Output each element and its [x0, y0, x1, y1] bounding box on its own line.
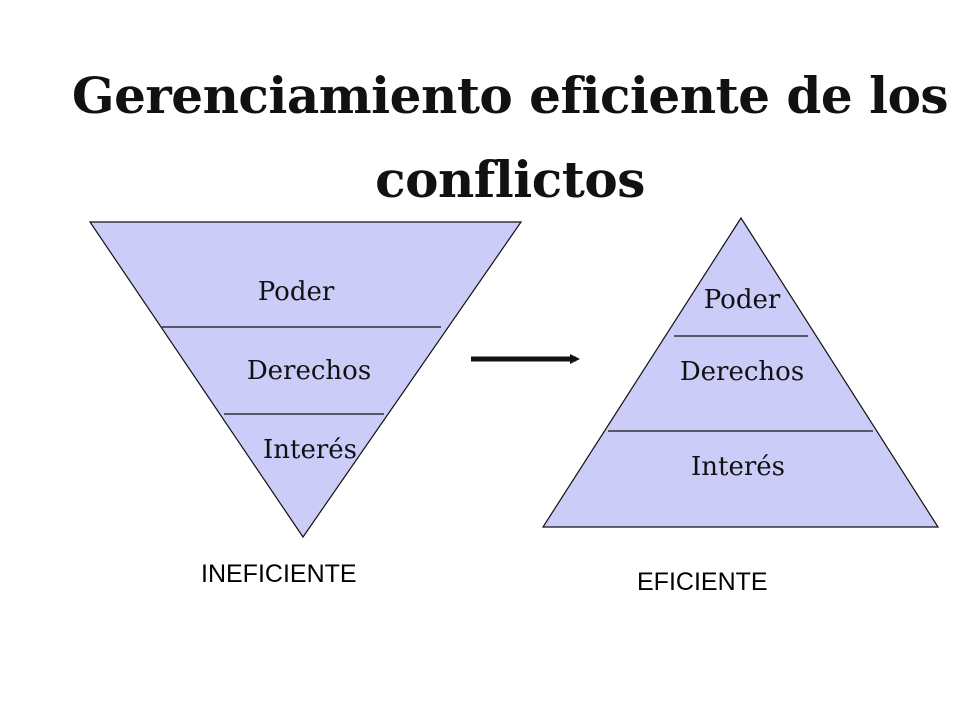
efficient-label-poder: Poder — [704, 285, 781, 315]
inefficient-label-derechos: Derechos — [247, 356, 371, 386]
efficient-caption: EFICIENTE — [637, 568, 768, 596]
inverted-triangle-shape — [88, 221, 523, 539]
upright-triangle-shape — [541, 216, 940, 528]
page-title-line-1: Gerenciamiento eficiente de los — [71, 66, 949, 125]
efficient-label-interes: Interés — [691, 452, 785, 482]
efficient-label-derechos: Derechos — [680, 357, 804, 387]
inefficient-inverted-triangle: Poder Derechos Interés — [88, 221, 523, 539]
page-title-line-2: conflictos — [375, 150, 645, 209]
efficient-upright-triangle: Poder Derechos Interés — [541, 216, 940, 528]
inefficient-label-interes: Interés — [263, 435, 357, 465]
inefficient-caption: INEFICIENTE — [201, 560, 357, 588]
inefficient-label-poder: Poder — [258, 277, 335, 307]
